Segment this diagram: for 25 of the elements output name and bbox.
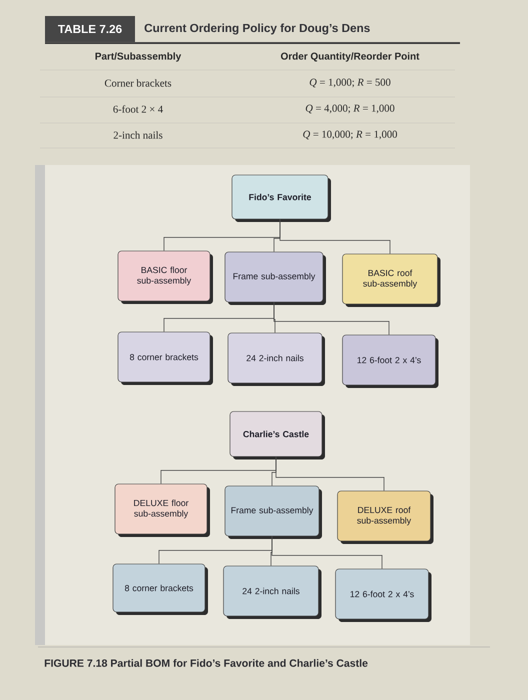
table-title: Current Ordering Policy for Doug’s Dens: [144, 24, 370, 34]
part-box: Frame sub-assembly: [224, 486, 322, 539]
part-box: BASIC roof sub-assembly: [342, 254, 440, 307]
part-box: 8 corner brackets: [112, 564, 208, 615]
table-cell: 2-inch nails: [114, 131, 162, 139]
table-cell: 6-foot 2 × 4: [113, 105, 163, 113]
part-box: BASIC floor sub-assembly: [118, 250, 213, 304]
part-box: DELUXE floor sub-assembly: [114, 484, 210, 537]
part-box: 12 6-foot 2 x 4’s: [335, 568, 432, 622]
table-cell: Q = 10,000; R = 1,000: [303, 130, 397, 140]
product-box: Fido’s Favorite: [232, 174, 331, 222]
table-cell: Corner brackets: [104, 79, 172, 87]
part-box: 12 6-foot 2 x 4’s: [342, 334, 438, 388]
table-cell: Q = 1,000; R = 500: [310, 78, 390, 88]
part-box: Frame sub-assembly: [224, 252, 326, 305]
table-cell: Q = 4,000; R = 1,000: [306, 104, 394, 114]
column-header: Order Quantity/Reorder Point: [280, 52, 420, 62]
figure-caption: FIGURE 7.18 Partial BOM for Fido’s Favorite and Charlie’s Castle: [44, 659, 368, 667]
product-box: Charlie’s Castle: [230, 411, 325, 460]
part-box: 24 2-inch nails: [223, 566, 322, 619]
table-number-tab: TABLE 7.26: [45, 16, 135, 42]
part-box: 8 corner brackets: [118, 332, 213, 385]
column-header: Part/Subassembly: [96, 52, 182, 62]
part-box: DELUXE roof sub-assembly: [337, 490, 434, 544]
part-box: 24 2-inch nails: [228, 332, 325, 386]
